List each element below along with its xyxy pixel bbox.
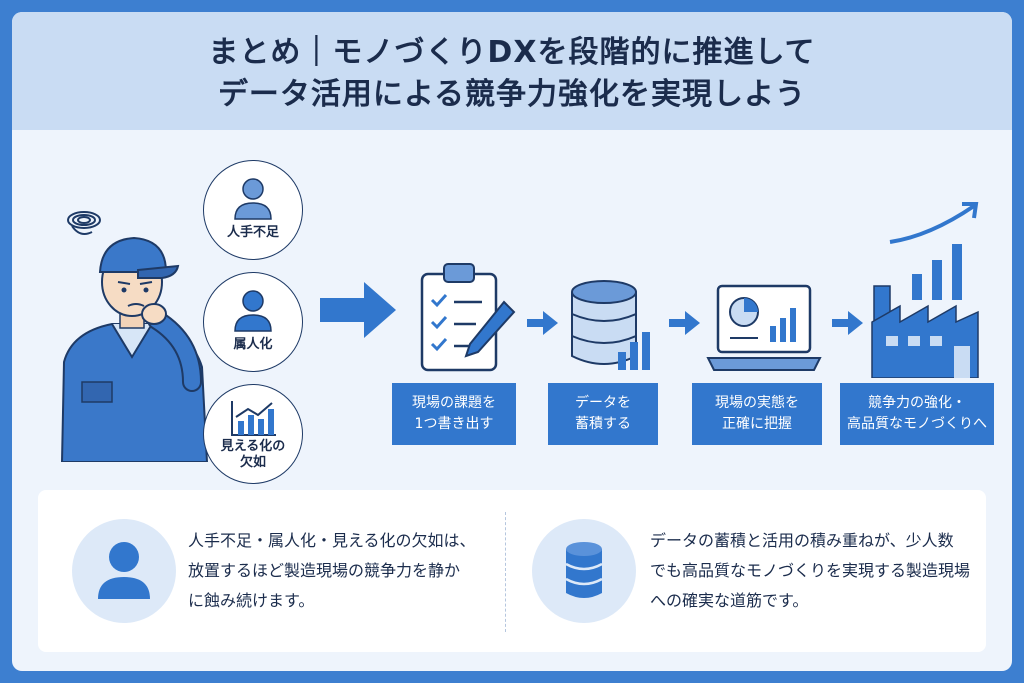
title-line-1: まとめ｜モノづくりDXを段階的に推進して (208, 35, 816, 70)
factory-growth-icon (871, 202, 979, 378)
step-3-line-1: 現場の実態を (715, 395, 799, 411)
summary-right-icon-circle (532, 519, 636, 623)
person-icon (98, 542, 150, 599)
summary-card: まとめ｜モノづくりDXを段階的に推進して データ活用による競争力強化を実現しよう (12, 12, 1012, 671)
step-1-line-1: 現場の課題を (412, 395, 496, 411)
person-icon (234, 178, 272, 220)
step-box-1: 現場の課題を 1つ書き出す (392, 383, 516, 445)
small-arrow-icon (669, 311, 700, 335)
summary-right-line-3: への確実な道筋です。 (650, 591, 809, 610)
step-4-line-1: 競争力の強化・ (868, 395, 966, 411)
issue-label: 属人化 (233, 337, 273, 352)
summary-panel: 人手不足・属人化・見える化の欠如は、 放置するほど製造現場の競争力を静か に蝕み… (38, 490, 986, 652)
step-box-3: 現場の実態を 正確に把握 (692, 383, 822, 445)
big-arrow-icon (320, 282, 396, 338)
title-line-2: データ活用による競争力強化を実現しよう (217, 77, 807, 112)
summary-right-line-1: データの蓄積と活用の積み重ねが、少人数 (650, 531, 954, 550)
bar-chart-icon (231, 401, 276, 436)
issue-label-line-2: 欠如 (239, 455, 266, 470)
summary-left-icon-circle (72, 519, 176, 623)
issue-label-line-1: 見える化の (220, 439, 286, 454)
clipboard-checklist-icon (420, 263, 516, 372)
database-icon (571, 280, 650, 370)
summary-left-line-3: に蝕み続けます。 (188, 591, 315, 610)
laptop-chart-icon (706, 284, 822, 371)
issue-label: 人手不足 (226, 225, 279, 240)
summary-right-text: データの蓄積と活用の積み重ねが、少人数 でも高品質なモノづくりを実現する製造現場… (650, 526, 970, 616)
issue-siloed-knowledge: 属人化 (203, 272, 303, 372)
summary-divider (505, 512, 506, 632)
step-2-line-2: 蓄積する (575, 416, 631, 432)
step-4-line-2: 高品質なモノづくりへ (847, 416, 987, 432)
summary-left-line-2: 放置するほど製造現場の競争力を静か (188, 561, 461, 580)
step-box-2: データを 蓄積する (548, 383, 658, 445)
issue-labor-shortage: 人手不足 (203, 160, 303, 260)
worried-worker-illustration (60, 211, 209, 462)
person-icon (234, 290, 272, 332)
step-2-line-1: データを (575, 395, 631, 411)
database-icon (565, 542, 603, 598)
title-banner: まとめ｜モノづくりDXを段階的に推進して データ活用による競争力強化を実現しよう (12, 12, 1012, 130)
small-arrow-icon (832, 311, 863, 335)
small-arrow-icon (527, 311, 558, 335)
step-3-line-2: 正確に把握 (722, 416, 792, 432)
issue-lack-of-visualization: 見える化の 欠如 (203, 384, 303, 484)
summary-right-line-2: でも高品質なモノづくりを実現する製造現場 (650, 561, 971, 580)
summary-left-line-1: 人手不足・属人化・見える化の欠如は、 (188, 531, 476, 550)
step-1-line-2: 1つ書き出す (414, 416, 494, 432)
summary-left-text: 人手不足・属人化・見える化の欠如は、 放置するほど製造現場の競争力を静か に蝕み… (188, 526, 476, 616)
step-box-4: 競争力の強化・ 高品質なモノづくりへ (840, 383, 994, 445)
